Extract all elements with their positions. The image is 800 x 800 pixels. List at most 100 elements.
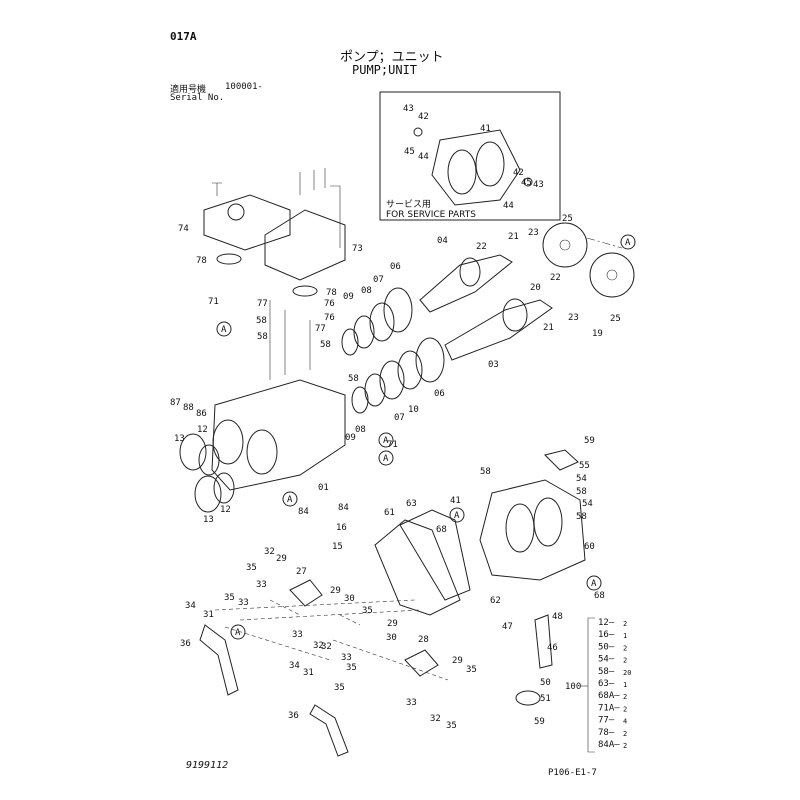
- part-callout-20: 20: [530, 283, 541, 293]
- reference-flag-label: A: [221, 325, 227, 335]
- lever-27-drawing: [289, 579, 323, 607]
- part-callout-43: 43: [403, 104, 414, 114]
- ring-13-upper: [179, 433, 207, 471]
- part-callout-84: 84: [338, 503, 349, 513]
- kit-item-qty: 20: [623, 669, 631, 677]
- part-callout-44: 44: [418, 152, 429, 162]
- footer-right: P106-E1-7: [548, 768, 597, 778]
- bearing-07-upper: [369, 302, 395, 342]
- part-callout-09: 09: [343, 292, 354, 302]
- lever-36-lower: [309, 704, 349, 757]
- cover-55-drawing: [544, 449, 579, 471]
- page-title-en: PUMP;UNIT: [352, 63, 418, 77]
- service-parts-box: [379, 91, 561, 221]
- part-callout-43: 43: [533, 180, 544, 190]
- part-callout-35: 35: [346, 663, 357, 673]
- o-ring-78-lower: [292, 285, 318, 297]
- part-callout-41: 41: [450, 496, 461, 506]
- part-callout-62: 62: [490, 596, 501, 606]
- kit-item-part: 77—: [598, 716, 615, 726]
- part-callout-33: 33: [341, 653, 352, 663]
- reference-flag-circle: [586, 575, 602, 591]
- part-callout-01: 01: [318, 483, 329, 493]
- pump-casing-01-drawing: [211, 300, 346, 491]
- part-callout-73: 73: [352, 244, 363, 254]
- part-callout-51: 51: [540, 694, 551, 704]
- part-callout-78: 78: [326, 288, 337, 298]
- part-callout-76: 76: [324, 299, 335, 309]
- part-callout-59: 59: [584, 436, 595, 446]
- reference-flag-label: A: [625, 238, 631, 248]
- part-callout-58: 58: [257, 332, 268, 342]
- reference-flag-label: A: [383, 436, 389, 446]
- part-callout-25: 25: [562, 214, 573, 224]
- part-callout-32: 32: [430, 714, 441, 724]
- kit-item-part: 58—: [598, 667, 615, 677]
- reference-flag-label: A: [591, 579, 597, 589]
- kit-number: 100: [565, 682, 581, 692]
- kit-item-qty: 2: [623, 657, 627, 665]
- reference-flag-circle: [282, 491, 298, 507]
- regulator-74-drawing: [203, 182, 291, 251]
- part-callout-29: 29: [276, 554, 287, 564]
- part-callout-33: 33: [238, 598, 249, 608]
- kit-item-qty: 2: [623, 742, 627, 750]
- reference-flag-circle: [378, 432, 394, 448]
- bearing-07-lower: [379, 360, 405, 400]
- part-callout-08: 08: [355, 425, 366, 435]
- kit-item-part: 54—: [598, 655, 615, 665]
- part-callout-33: 33: [256, 580, 267, 590]
- part-callout-36: 36: [180, 639, 191, 649]
- ring-13-lower: [194, 475, 222, 513]
- kit-item-part: 71A—: [598, 703, 620, 713]
- part-callout-88: 88: [183, 403, 194, 413]
- part-callout-21: 21: [508, 232, 519, 242]
- part-callout-84: 84: [298, 507, 309, 517]
- ring-09-upper: [341, 328, 359, 356]
- lever-28-drawing: [404, 649, 439, 677]
- part-callout-34: 34: [185, 601, 196, 611]
- part-callout-68: 68: [436, 525, 447, 535]
- kit-bracket: [587, 617, 595, 753]
- page-code: 017A: [170, 30, 197, 43]
- part-callout-10: 10: [408, 405, 419, 415]
- part-callout-58: 58: [320, 340, 331, 350]
- part-callout-71: 71: [208, 297, 219, 307]
- part-callout-35: 35: [446, 721, 457, 731]
- part-callout-34: 34: [289, 661, 300, 671]
- kit-item-part: 63—: [598, 679, 615, 689]
- reference-flag-circle: [620, 234, 636, 250]
- kit-item-part: 78—: [598, 728, 615, 738]
- seal-12-lower: [213, 472, 235, 504]
- gasket-63-drawing: [399, 509, 471, 601]
- part-callout-23: 23: [568, 313, 579, 323]
- gasket-61-drawing: [374, 519, 461, 616]
- valve-46-drawing: [534, 614, 553, 669]
- part-callout-58: 58: [348, 374, 359, 384]
- part-callout-32: 32: [313, 641, 324, 651]
- part-callout-13: 13: [174, 434, 185, 444]
- part-callout-58: 58: [576, 512, 587, 522]
- part-callout-22: 22: [476, 242, 487, 252]
- part-callout-86: 86: [196, 409, 207, 419]
- part-callout-15: 15: [332, 542, 343, 552]
- part-callout-59: 59: [534, 717, 545, 727]
- part-callout-04: 04: [437, 236, 448, 246]
- part-callout-06: 06: [390, 262, 401, 272]
- part-callout-23: 23: [528, 228, 539, 238]
- part-callout-31: 31: [203, 610, 214, 620]
- part-callout-32: 32: [264, 547, 275, 557]
- kit-item-qty: 1: [623, 632, 627, 640]
- cap-51-drawing: [515, 690, 541, 706]
- part-callout-35: 35: [334, 683, 345, 693]
- kit-item-part: 68A—: [598, 691, 620, 701]
- part-callout-76: 76: [324, 313, 335, 323]
- kit-item-qty: 2: [623, 705, 627, 713]
- seal-12-upper: [198, 444, 220, 476]
- part-callout-54: 54: [576, 474, 587, 484]
- lever-36-upper: [199, 624, 239, 696]
- part-callout-27: 27: [296, 567, 307, 577]
- part-callout-30: 30: [386, 633, 397, 643]
- part-callout-28: 28: [418, 635, 429, 645]
